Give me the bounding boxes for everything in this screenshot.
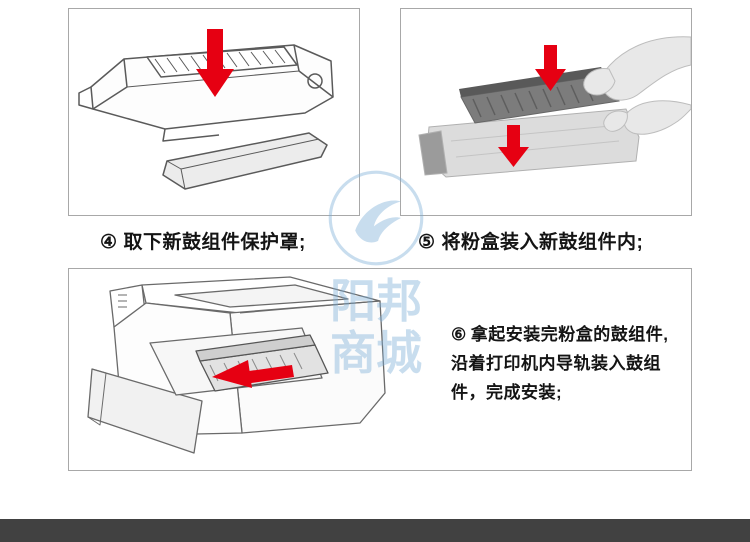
- down-arrow-icon: [196, 29, 234, 97]
- step6-number: ⑥: [451, 325, 467, 344]
- step5-image-panel: [400, 8, 692, 216]
- footer-bar: [0, 519, 750, 542]
- printer-illustration: [87, 276, 386, 454]
- step4-number: ④: [100, 232, 118, 253]
- step5-text: 将粉盒装入新鼓组件内;: [441, 232, 644, 253]
- step6-text: 拿起安装完粉盒的鼓组件,沿着打印机内导轨装入鼓组件，完成安装;: [451, 325, 669, 402]
- down-arrow-icons: [498, 45, 566, 167]
- step4-image-panel: [68, 8, 360, 216]
- step4-text: 取下新鼓组件保护罩;: [123, 232, 306, 253]
- drum-unit-illustration: [78, 29, 334, 190]
- step5-number: ⑤: [418, 232, 436, 253]
- hands: [583, 36, 691, 135]
- toner-install-illustration: [418, 36, 691, 178]
- protective-cover: [162, 132, 328, 190]
- insert-arrow-icon: [212, 360, 294, 388]
